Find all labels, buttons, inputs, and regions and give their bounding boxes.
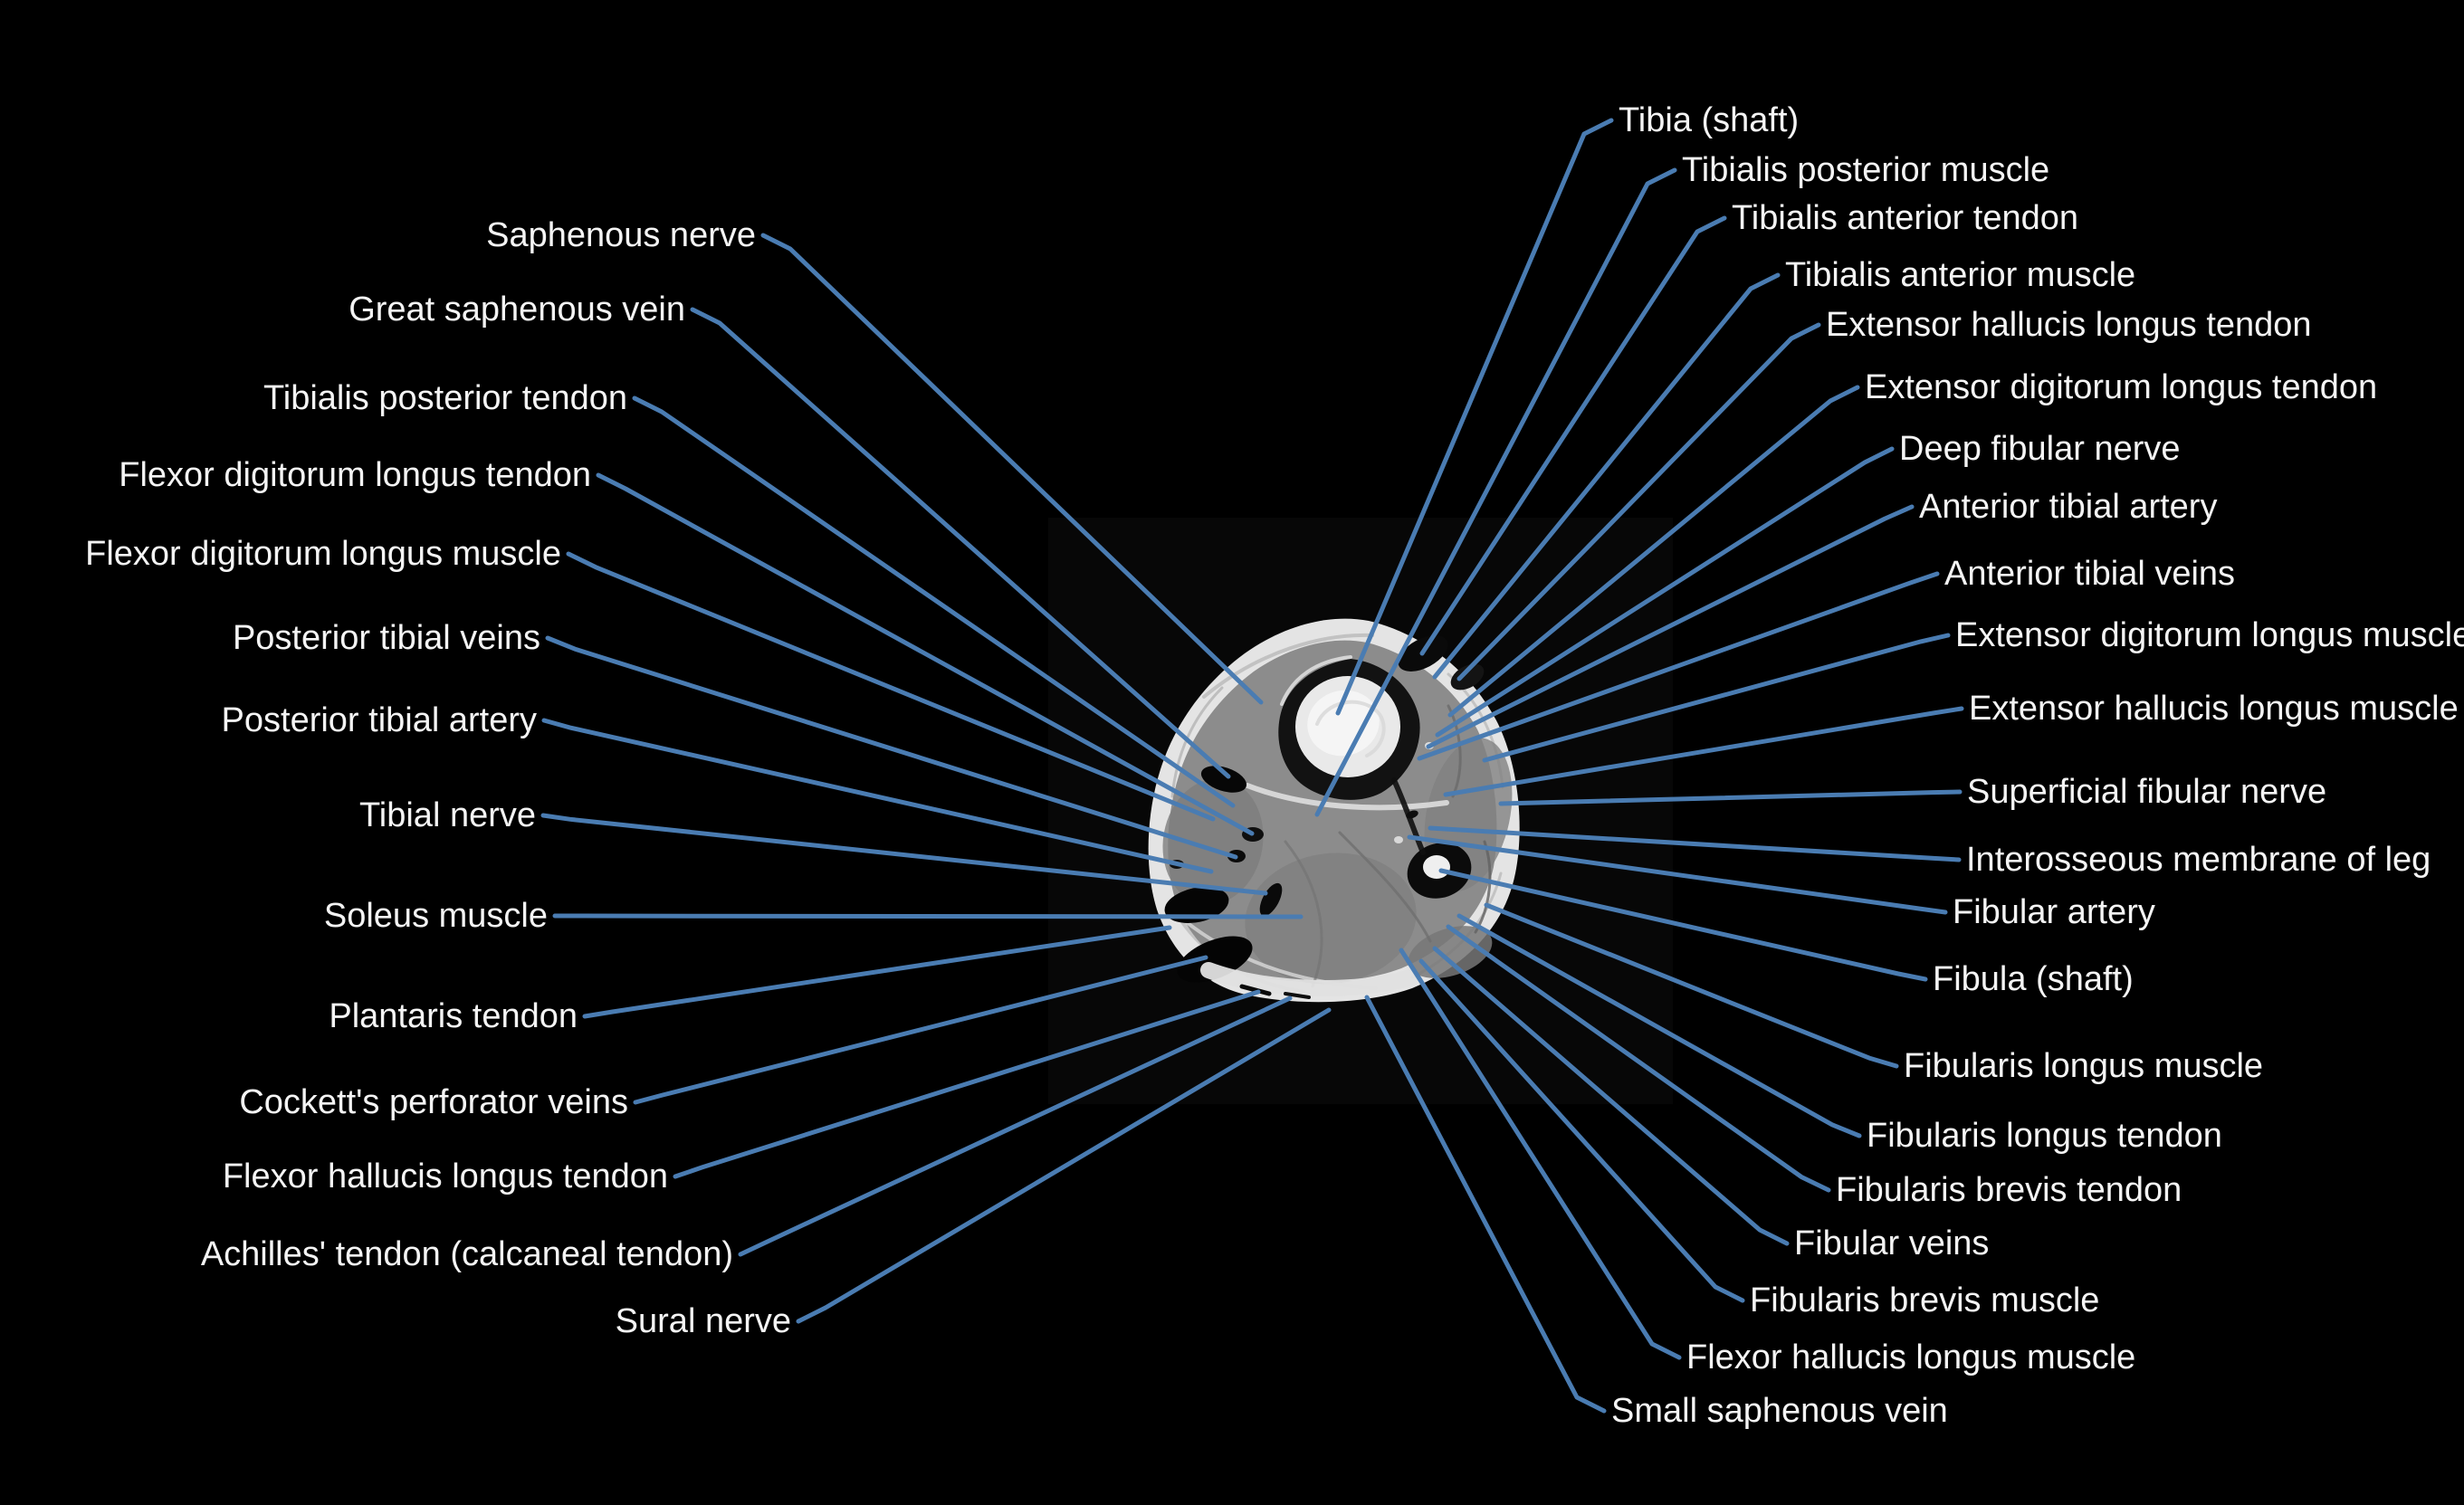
leader-line-tibia-shaft xyxy=(1335,118,1614,716)
label-plantaris-tendon: Plantaris tendon xyxy=(329,997,578,1035)
label-tibial-nerve: Tibial nerve xyxy=(359,796,536,834)
label-extensor-digitorum-longus-tendon: Extensor digitorum longus tendon xyxy=(1865,368,2377,406)
label-great-saphenous-vein: Great saphenous vein xyxy=(349,291,685,329)
fat-texture-1 xyxy=(1202,633,1374,699)
leader-line-flexor-digitorum-longus-muscle xyxy=(566,551,1216,822)
label-tibialis-posterior-muscle: Tibialis posterior muscle xyxy=(1682,151,2049,189)
septum-lateral xyxy=(1474,840,1492,934)
label-cockett-s-perforator-veins: Cockett's perforator veins xyxy=(239,1083,628,1121)
label-tibialis-anterior-tendon: Tibialis anterior tendon xyxy=(1732,199,2078,237)
achilles-tendon-dash-1 xyxy=(1239,984,1272,996)
label-tibialis-posterior-tendon: Tibialis posterior tendon xyxy=(263,379,627,417)
leader-line-superficial-fibular-nerve xyxy=(1498,789,1963,806)
fibula-marrow xyxy=(1423,855,1450,879)
leader-line-flexor-hallucis-longus-tendon xyxy=(673,989,1261,1179)
label-anterior-tibial-artery: Anterior tibial artery xyxy=(1919,488,2217,526)
leader-line-fibularis-longus-muscle xyxy=(1484,902,1899,1069)
leader-line-achilles-tendon-calcaneal-tendon xyxy=(738,995,1293,1257)
tibia-marrow-swirl xyxy=(1315,700,1386,757)
leader-line-extensor-hallucis-longus-tendon xyxy=(1456,322,1821,681)
leader-line-fibularis-brevis-tendon xyxy=(1446,924,1831,1193)
septum-transverse-bright xyxy=(1245,783,1449,811)
label-small-saphenous-vein: Small saphenous vein xyxy=(1611,1392,1948,1430)
leader-line-tibial-nerve xyxy=(540,813,1268,896)
leader-line-flexor-hallucis-longus-muscle xyxy=(1399,948,1682,1360)
leader-line-flexor-digitorum-longus-tendon xyxy=(596,472,1255,836)
leader-line-extensor-digitorum-longus-tendon xyxy=(1447,385,1860,718)
leader-line-interosseous-membrane-of-leg xyxy=(1428,825,1962,862)
septum-posterior-2 xyxy=(1284,840,1323,988)
leader-line-tibialis-posterior-muscle xyxy=(1314,167,1677,817)
label-flexor-hallucis-longus-tendon: Flexor hallucis longus tendon xyxy=(223,1157,668,1195)
label-extensor-hallucis-longus-tendon: Extensor hallucis longus tendon xyxy=(1826,306,2312,344)
label-sural-nerve: Sural nerve xyxy=(616,1302,791,1340)
leader-line-soleus-muscle xyxy=(552,913,1304,919)
septum-posterior-1 xyxy=(1338,831,1432,943)
label-posterior-tibial-artery: Posterior tibial artery xyxy=(222,701,537,739)
label-fibularis-longus-tendon: Fibularis longus tendon xyxy=(1867,1117,2222,1155)
label-flexor-digitorum-longus-tendon: Flexor digitorum longus tendon xyxy=(119,456,591,494)
label-anterior-tibial-veins: Anterior tibial veins xyxy=(1944,555,2235,593)
label-interosseous-membrane-of-leg: Interosseous membrane of leg xyxy=(1966,841,2431,879)
leader-line-tibialis-anterior-muscle xyxy=(1432,272,1781,680)
leader-line-fibula-shaft xyxy=(1438,868,1928,982)
label-fibularis-brevis-muscle: Fibularis brevis muscle xyxy=(1750,1281,2099,1319)
leader-line-fibular-veins xyxy=(1432,946,1790,1246)
leader-line-fibularis-brevis-muscle xyxy=(1418,958,1745,1303)
label-flexor-hallucis-longus-muscle: Flexor hallucis longus muscle xyxy=(1686,1338,2135,1376)
leader-line-plantaris-tendon xyxy=(582,925,1172,1019)
posterior-vein-blob-1 xyxy=(1164,886,1229,924)
achilles-tendon-dash-2 xyxy=(1284,992,1311,999)
leader-line-deep-fibular-nerve xyxy=(1435,446,1895,738)
leader-line-anterior-tibial-veins xyxy=(1417,571,1940,761)
leader-line-fibularis-longus-tendon xyxy=(1456,913,1862,1138)
label-saphenous-nerve: Saphenous nerve xyxy=(486,216,756,254)
leader-line-cockett-s-perforator-veins xyxy=(633,955,1208,1105)
label-tibialis-anterior-muscle: Tibialis anterior muscle xyxy=(1785,256,2135,294)
central-vessel-crevice xyxy=(1259,882,1283,917)
interosseous-vessel xyxy=(1406,810,1418,819)
label-fibula-shaft: Fibula (shaft) xyxy=(1933,960,2134,998)
label-fibular-veins: Fibular veins xyxy=(1794,1224,1989,1262)
label-soleus-muscle: Soleus muscle xyxy=(324,897,548,935)
leader-line-posterior-tibial-veins xyxy=(545,635,1238,860)
posterior-fat-band xyxy=(1200,962,1418,996)
leader-line-great-saphenous-vein xyxy=(690,307,1231,779)
label-superficial-fibular-nerve: Superficial fibular nerve xyxy=(1967,773,2326,811)
label-posterior-tibial-veins: Posterior tibial veins xyxy=(233,619,540,657)
leader-line-fibular-artery xyxy=(1407,834,1948,915)
extensor-tendon-blob xyxy=(1450,663,1485,691)
leader-line-extensor-digitorum-longus-muscle xyxy=(1482,633,1951,763)
label-achilles-tendon-calcaneal-tendon: Achilles' tendon (calcaneal tendon) xyxy=(201,1235,733,1273)
great-saphenous-vein-blob xyxy=(1200,766,1247,793)
tibia-periosteal-bright xyxy=(1280,655,1352,706)
leader-line-saphenous-nerve xyxy=(760,233,1264,705)
leader-line-tibialis-posterior-tendon xyxy=(632,395,1236,808)
label-tibia-shaft: Tibia (shaft) xyxy=(1619,101,1799,139)
fat-texture-2 xyxy=(1170,686,1224,798)
fibular-vessel-dot xyxy=(1394,836,1403,843)
label-fibularis-longus-muscle: Fibularis longus muscle xyxy=(1904,1047,2263,1085)
tibia-marrow-core xyxy=(1307,690,1380,757)
leader-line-anterior-tibial-artery xyxy=(1426,504,1915,749)
leader-line-extensor-hallucis-longus-muscle xyxy=(1443,706,1964,797)
leader-line-sural-nerve xyxy=(796,1007,1332,1324)
label-deep-fibular-nerve: Deep fibular nerve xyxy=(1899,430,2181,468)
leader-line-tibialis-anterior-tendon xyxy=(1419,215,1727,656)
label-fibular-artery: Fibular artery xyxy=(1953,893,2155,931)
label-fibularis-brevis-tendon: Fibularis brevis tendon xyxy=(1836,1171,2182,1209)
leader-line-posterior-tibial-artery xyxy=(541,718,1214,874)
label-extensor-digitorum-longus-muscle: Extensor digitorum longus muscle xyxy=(1955,616,2464,654)
label-extensor-hallucis-longus-muscle: Extensor hallucis longus muscle xyxy=(1969,690,2459,728)
leader-line-small-saphenous-vein xyxy=(1364,995,1607,1414)
label-flexor-digitorum-longus-muscle: Flexor digitorum longus muscle xyxy=(85,535,561,573)
muscle-shade-soleus xyxy=(1245,853,1417,985)
